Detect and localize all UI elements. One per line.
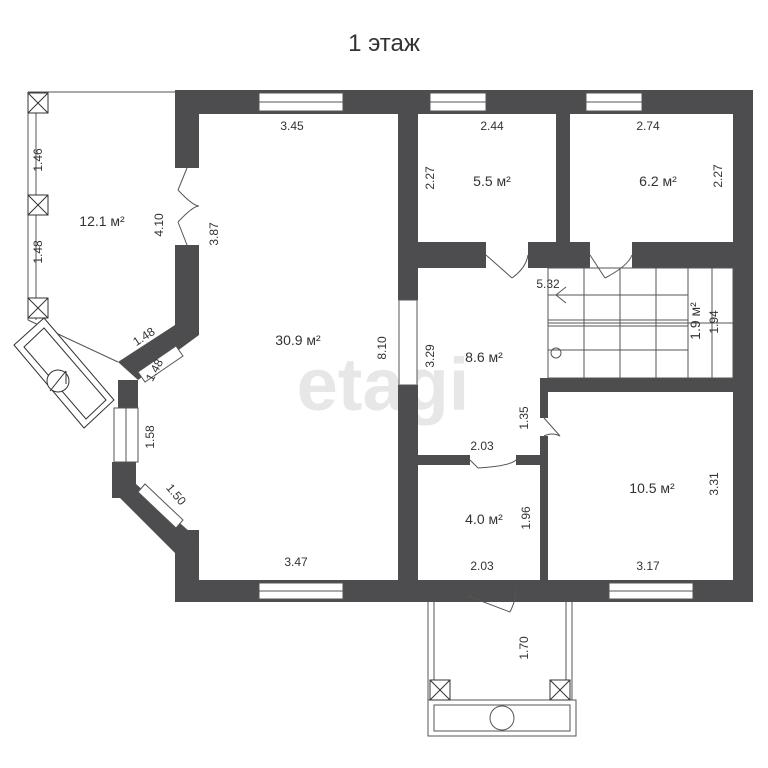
- floor-title: 1 этаж: [348, 30, 420, 57]
- porch-posts: [429, 679, 571, 701]
- wall-ab: [556, 90, 570, 260]
- room-a-area-label: 5.5 м²: [473, 173, 511, 189]
- wall-roomc-left-a: [540, 378, 548, 418]
- dim-hall-door: 1.35: [517, 406, 531, 430]
- dim-living-bottom: 3.47: [284, 555, 308, 569]
- porch: [427, 602, 577, 737]
- wall-interior-2: [398, 385, 418, 602]
- dim-stair-height: 1.94: [707, 310, 721, 334]
- wall-bay-upper: [118, 325, 199, 380]
- dim-hall-height: 3.29: [423, 344, 437, 368]
- dim-room-b-width: 2.74: [636, 119, 660, 133]
- watermark: etagi: [297, 343, 470, 426]
- stair-area-label: 1.9 м²: [687, 302, 703, 340]
- dim-bath-height: 1.96: [519, 506, 533, 530]
- terrace-steps: [13, 317, 115, 429]
- wall-interior-1: [398, 90, 418, 300]
- window-bay-upper: [137, 345, 184, 383]
- bath-area-label: 4.0 м²: [465, 511, 503, 527]
- dim-living-height: 8.10: [375, 336, 389, 360]
- dim-terrace-left-top: 1.46: [31, 148, 45, 172]
- window-bay-lower: [137, 483, 184, 529]
- opening-hall: [398, 299, 418, 386]
- wall-rooms-bottom-3: [632, 242, 753, 268]
- dim-living-top: 3.45: [280, 119, 304, 133]
- wall-bath-top-b: [516, 455, 546, 465]
- room-b-area-label: 6.2 м²: [639, 173, 677, 189]
- hall-area-label: 8.6 м²: [465, 349, 503, 365]
- dim-bath-width: 2.03: [470, 559, 494, 573]
- wall-bay-lower: [112, 484, 199, 558]
- dim-room-b-height: 2.27: [711, 164, 725, 188]
- wall-right: [733, 90, 753, 602]
- wall-left-upper: [175, 90, 199, 168]
- wall-rooms-bottom-2: [528, 242, 590, 268]
- dim-terrace-left-bottom: 1.48: [31, 240, 45, 264]
- dim-living-left-upper: 3.87: [207, 222, 221, 246]
- dim-terrace-right: 4.10: [152, 213, 166, 237]
- stairs: [547, 267, 734, 379]
- dim-hall-width: 5.32: [536, 277, 560, 291]
- doors: [177, 167, 633, 613]
- window-lines: [125, 101, 693, 592]
- dim-bay-lower: 1.50: [163, 481, 189, 508]
- wall-roomc-left-b: [540, 436, 548, 602]
- wall-left-middle: [175, 245, 199, 335]
- wall-roomc-top: [540, 378, 753, 392]
- dim-room-c-height: 3.31: [707, 472, 721, 496]
- dim-living-left-lower: 1.58: [143, 425, 157, 449]
- wall-bath-top-a: [398, 455, 470, 465]
- living-area-label: 30.9 м²: [275, 332, 321, 348]
- room-c-area-label: 10.5 м²: [629, 480, 675, 496]
- dim-room-a-height: 2.27: [423, 166, 437, 190]
- wall-rooms-bottom-1: [398, 242, 486, 268]
- dim-room-a-width: 2.44: [480, 119, 504, 133]
- terrace-posts: [27, 92, 49, 319]
- wall-bay-corner: [118, 380, 138, 408]
- dim-porch-depth: 1.70: [517, 636, 531, 660]
- terrace-area-label: 12.1 м²: [79, 213, 125, 229]
- dim-hall-bottom: 2.03: [470, 439, 494, 453]
- dim-room-c-width: 3.17: [636, 559, 660, 573]
- dimension-labels: 3.45 3.47 8.10 3.87 1.58 1.48 1.50 1.46 …: [31, 119, 725, 660]
